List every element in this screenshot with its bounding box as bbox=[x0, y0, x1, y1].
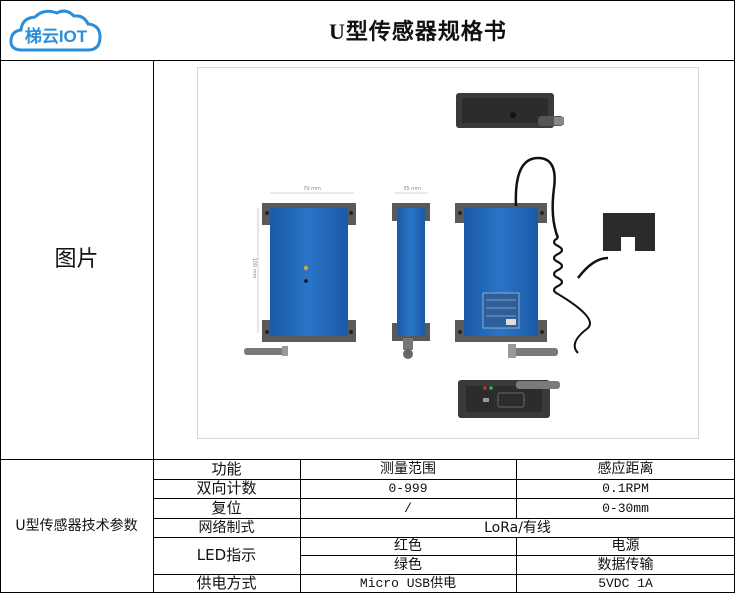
bottom-view-device bbox=[458, 380, 560, 418]
spec-value: 测量范围 bbox=[380, 461, 436, 477]
spec-name: 供电方式 bbox=[196, 574, 257, 592]
divider bbox=[0, 459, 735, 460]
image-label: 图片 bbox=[54, 246, 99, 272]
spec-value: 感应距离 bbox=[597, 461, 654, 477]
divider bbox=[153, 60, 154, 593]
divider bbox=[153, 537, 735, 538]
divider bbox=[516, 459, 517, 518]
product-figure: 70 mm 100 mm 35 mm bbox=[197, 67, 699, 439]
spec-value: 5VDC 1A bbox=[598, 576, 653, 591]
spec-value: 绿色 bbox=[394, 556, 422, 573]
divider bbox=[153, 574, 735, 575]
spec-name: 双向计数 bbox=[196, 479, 257, 497]
specs-group-label: U型传感器技术参数 bbox=[15, 518, 138, 534]
front-view-device: 70 mm 100 mm bbox=[244, 186, 356, 356]
spec-value: 电源 bbox=[611, 538, 640, 554]
spec-value: 0-30mm bbox=[602, 500, 649, 516]
divider bbox=[153, 518, 735, 519]
divider bbox=[0, 60, 735, 61]
divider bbox=[153, 479, 735, 480]
side-view-device: 35 mm bbox=[392, 186, 430, 359]
spec-value: 数据传输 bbox=[597, 556, 654, 573]
dim-depth-label: 35 mm bbox=[403, 186, 421, 192]
brand-logo: 梯云IOT bbox=[8, 6, 104, 56]
spec-value: / bbox=[404, 500, 412, 516]
top-view-device bbox=[456, 93, 564, 128]
spec-name: 功能 bbox=[211, 459, 242, 478]
divider bbox=[153, 498, 735, 499]
spec-value: LoRa/有线 bbox=[484, 519, 551, 536]
spec-value: 0-999 bbox=[388, 481, 428, 496]
divider bbox=[300, 459, 301, 593]
divider bbox=[516, 537, 517, 593]
dim-width-label: 70 mm bbox=[303, 186, 321, 192]
page-title: U型传感器规格书 bbox=[329, 19, 507, 44]
spec-name: LED指示 bbox=[196, 546, 257, 564]
logo-text: 梯云IOT bbox=[25, 26, 88, 46]
spec-value: 0.1RPM bbox=[602, 481, 649, 496]
divider bbox=[300, 555, 735, 556]
back-view-device bbox=[455, 156, 655, 358]
dim-height-label: 100 mm bbox=[251, 258, 257, 279]
spec-name: 复位 bbox=[211, 498, 242, 517]
spec-value: Micro USB供电 bbox=[359, 576, 457, 591]
spec-name: 网络制式 bbox=[198, 519, 255, 536]
spec-value: 红色 bbox=[394, 538, 422, 554]
